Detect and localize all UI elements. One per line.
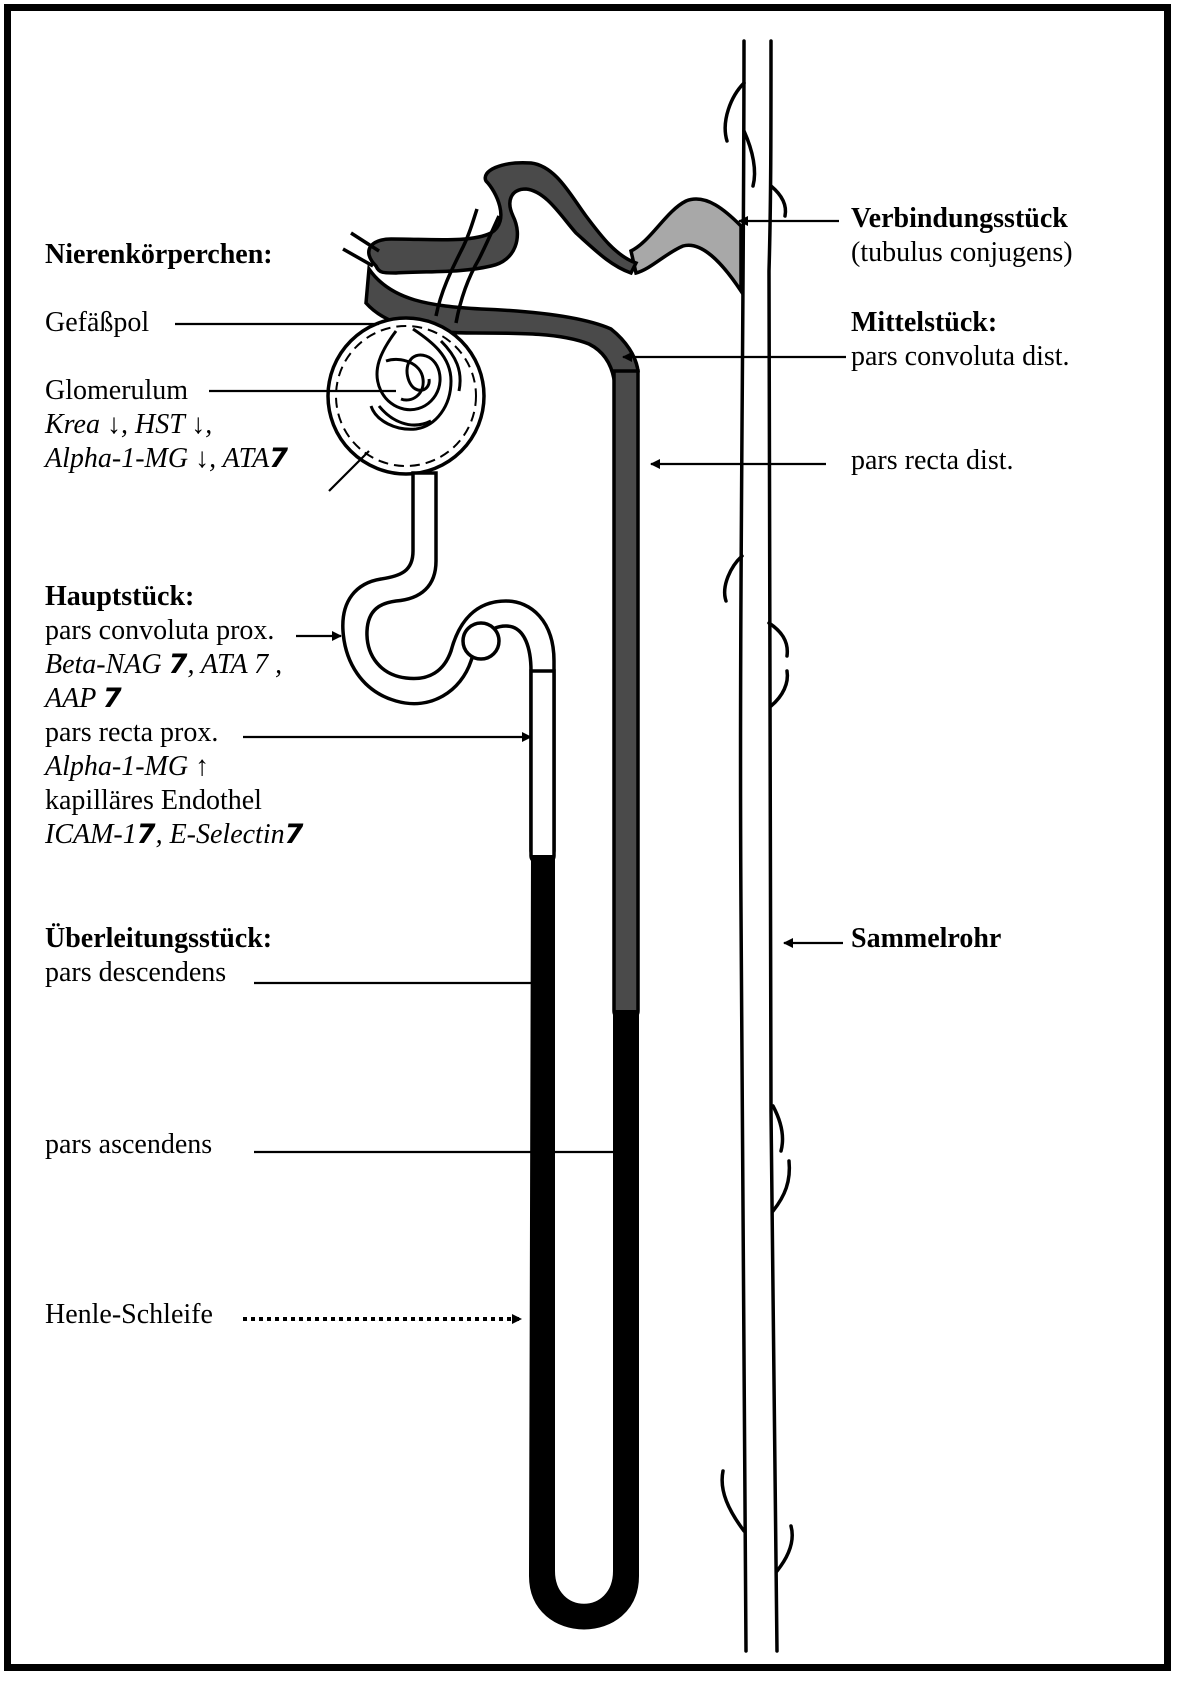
label-pars-recta-prox: pars recta prox.: [45, 717, 218, 749]
duct-branch-3: [771, 186, 785, 216]
label-gefaesspol: Gefäßpol: [45, 307, 149, 339]
pointer-lines: [175, 221, 846, 1319]
increase-symbol: 7: [285, 819, 304, 850]
duct-branch-9: [722, 1471, 744, 1531]
label-prox-markers-2: AAP 7: [45, 683, 122, 715]
label-pars-ascendens: pars ascendens: [45, 1129, 212, 1161]
label-glomerulum-markers-2: Alpha-1-MG ↓, ATA7: [45, 443, 288, 475]
duct-branch-1: [725, 83, 744, 141]
bowman-capsule: [328, 318, 484, 474]
duct-branch-8: [773, 1161, 789, 1211]
label-tubulus-conjugens: (tubulus conjugens): [851, 237, 1073, 269]
duct-branch-2: [744, 131, 755, 186]
label-alpha1mg-up: Alpha-1-MG ↑: [45, 751, 209, 783]
label-pars-conv-dist: pars convoluta dist.: [851, 341, 1070, 373]
heading-verbindungsstueck: Verbindungsstück: [851, 203, 1068, 235]
label-glomerulum: Glomerulum: [45, 375, 188, 407]
increase-symbol: 7: [103, 683, 122, 714]
connecting-tubule: [631, 199, 741, 291]
heading-hauptstueck: Hauptstück:: [45, 581, 194, 613]
label-pars-descendens: pars descendens: [45, 957, 226, 989]
pointer-capsule: [329, 451, 369, 491]
label-endothel-markers: ICAM-17, E-Selectin7: [45, 819, 303, 851]
figure-frame: Nierenkörperchen: Gefäßpol Glomerulum Kr…: [4, 4, 1171, 1671]
increase-symbol: 7: [269, 443, 288, 474]
duct-branch-6: [771, 671, 787, 706]
proximal-tubule: [343, 473, 554, 864]
collecting-duct-right-wall: [768, 41, 777, 1651]
label-kap-endothel: kapilläres Endothel: [45, 785, 262, 817]
heading-mittelstueck: Mittelstück:: [851, 307, 997, 339]
label-henle: Henle-Schleife: [45, 1299, 213, 1331]
duct-branch-7: [773, 1106, 783, 1151]
label-glomerulum-markers-1: Krea ↓, HST ↓,: [45, 409, 212, 441]
label-pars-conv-prox: pars convoluta prox.: [45, 615, 274, 647]
increase-symbol: 7: [137, 819, 156, 850]
duct-branch-5: [769, 623, 787, 656]
label-pars-recta-dist: pars recta dist.: [851, 445, 1014, 477]
duct-branch-10: [777, 1526, 792, 1571]
label-sammelrohr: Sammelrohr: [851, 923, 1001, 955]
heading-ueberleitung: Überleitungsstück:: [45, 923, 272, 955]
increase-symbol: 7: [169, 649, 188, 680]
renal-corpuscle: [328, 318, 484, 474]
label-prox-markers-1: Beta-NAG 7, ATA 7 ,: [45, 649, 282, 681]
collecting-duct: [722, 41, 792, 1651]
heading-nierenkoerperchen: Nierenkörperchen:: [45, 239, 273, 271]
